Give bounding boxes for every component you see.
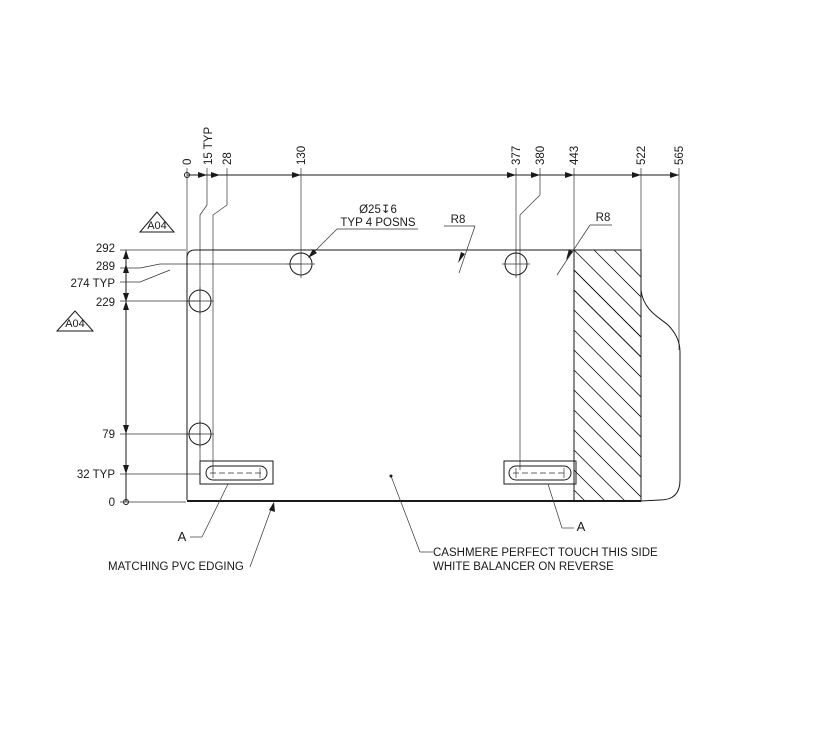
svg-text:CASHMERE PERFECT TOUCH THIS SI: CASHMERE PERFECT TOUCH THIS SIDE (433, 547, 658, 559)
svg-text:WHITE BALANCER ON REVERSE: WHITE BALANCER ON REVERSE (433, 561, 614, 573)
edging-note: MATCHING PVC EDGING (108, 502, 275, 573)
hatched-end-block (573, 249, 642, 502)
svg-text:A04: A04 (147, 220, 167, 232)
top-dimension-chain: 0 15 TYP 28 130 377 380 443 522 565 (182, 127, 686, 500)
hatch-lines (574, 250, 641, 501)
dim-top-28: 28 (222, 152, 234, 165)
revision-tag-left: A04 (55, 310, 95, 332)
slot-left (199, 460, 274, 485)
hole-positions-label: TYP 4 POSNS (340, 217, 416, 229)
revision-tag-top: A04 (138, 211, 176, 233)
dim-top-15: 15 TYP (203, 127, 215, 165)
dim-top-522: 522 (636, 146, 648, 165)
hole-callout: Ø25↧6 TYP 4 POSNS (308, 204, 418, 258)
dim-top-565: 565 (674, 146, 686, 165)
slot-right (503, 460, 577, 485)
radius-callout-2: R8 (556, 212, 612, 276)
hole-79 (186, 420, 214, 448)
dim-left-32: 32 TYP (77, 469, 115, 481)
section-marker-right: A (547, 483, 586, 534)
section-marker-left: A (178, 483, 229, 544)
dim-left-79: 79 (102, 429, 115, 441)
hole-229 (186, 287, 214, 315)
dim-left-292: 292 (96, 243, 115, 255)
hole-377 (502, 250, 530, 278)
hole-130 (287, 250, 315, 278)
dim-top-130: 130 (296, 146, 308, 165)
dim-top-0: 0 (182, 159, 194, 165)
svg-text:A: A (178, 529, 187, 544)
dim-left-289: 289 (96, 261, 115, 273)
hole-diameter-label: Ø25↧6 (359, 204, 397, 216)
svg-text:R8: R8 (596, 212, 611, 224)
dim-top-377: 377 (511, 146, 523, 165)
dim-top-443: 443 (569, 146, 581, 165)
svg-text:MATCHING PVC EDGING: MATCHING PVC EDGING (108, 561, 244, 573)
dim-left-229: 229 (96, 297, 115, 309)
dim-top-380: 380 (535, 146, 547, 165)
face-note: CASHMERE PERFECT TOUCH THIS SIDE WHITE B… (389, 474, 658, 573)
radius-callout-1: R8 (444, 214, 476, 274)
dim-left-274: 274 TYP (70, 278, 115, 290)
svg-text:R8: R8 (451, 214, 466, 226)
svg-text:A04: A04 (65, 318, 85, 330)
svg-text:A: A (577, 519, 586, 534)
dim-left-0: 0 (109, 497, 115, 509)
panel-outline (186, 249, 681, 502)
